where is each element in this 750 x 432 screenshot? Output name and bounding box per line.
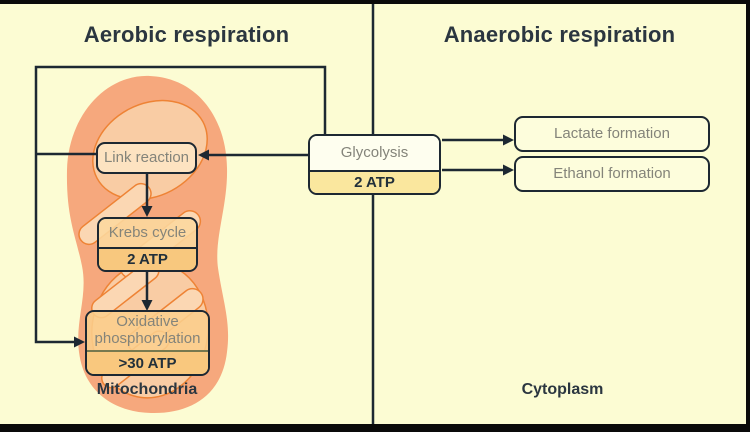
aerobic-title: Aerobic respiration — [83, 22, 290, 47]
frame-bar-top — [0, 0, 750, 4]
krebs-cycle-atp-badge: 2 ATP — [99, 247, 196, 270]
frame-bar-bottom — [0, 424, 750, 432]
oxidative-phosphorylation-atp-badge: >30 ATP — [87, 350, 208, 374]
arrowheads — [74, 134, 514, 348]
arrowhead-into-link — [198, 149, 209, 161]
frame-bar-right — [746, 0, 750, 432]
oxidative-phosphorylation-label: Oxidative phosphorylation — [87, 312, 208, 350]
ethanol-formation-label: Ethanol formation — [553, 164, 671, 182]
anaerobic-title: Anaerobic respiration — [443, 22, 676, 47]
lactate-formation-node: Lactate formation — [514, 116, 710, 152]
krebs-cycle-node: Krebs cycle 2 ATP — [97, 217, 198, 272]
lactate-formation-label: Lactate formation — [554, 124, 670, 142]
arrowhead-into-lactate — [503, 134, 514, 146]
arrowhead-into-oxidative-top — [141, 300, 153, 311]
glycolysis-atp-badge: 2 ATP — [310, 170, 439, 193]
glycolysis-to-oxidative-loop — [34, 65, 327, 344]
arrowhead-into-ethanol — [503, 164, 514, 176]
link-reaction-label: Link reaction — [103, 148, 190, 166]
arrowhead-into-krebs — [141, 206, 153, 217]
krebs-cycle-label: Krebs cycle — [99, 219, 196, 247]
glycolysis-label: Glycolysis — [310, 136, 439, 170]
link-reaction-node: Link reaction — [96, 142, 197, 174]
ethanol-formation-node: Ethanol formation — [514, 156, 710, 192]
glycolysis-node: Glycolysis 2 ATP — [308, 134, 441, 195]
mitochondria-label: Mitochondria — [96, 381, 198, 398]
arrowhead-into-oxidative-left — [74, 336, 85, 348]
cytoplasm-label: Cytoplasm — [521, 381, 604, 398]
oxidative-phosphorylation-node: Oxidative phosphorylation >30 ATP — [85, 310, 210, 376]
